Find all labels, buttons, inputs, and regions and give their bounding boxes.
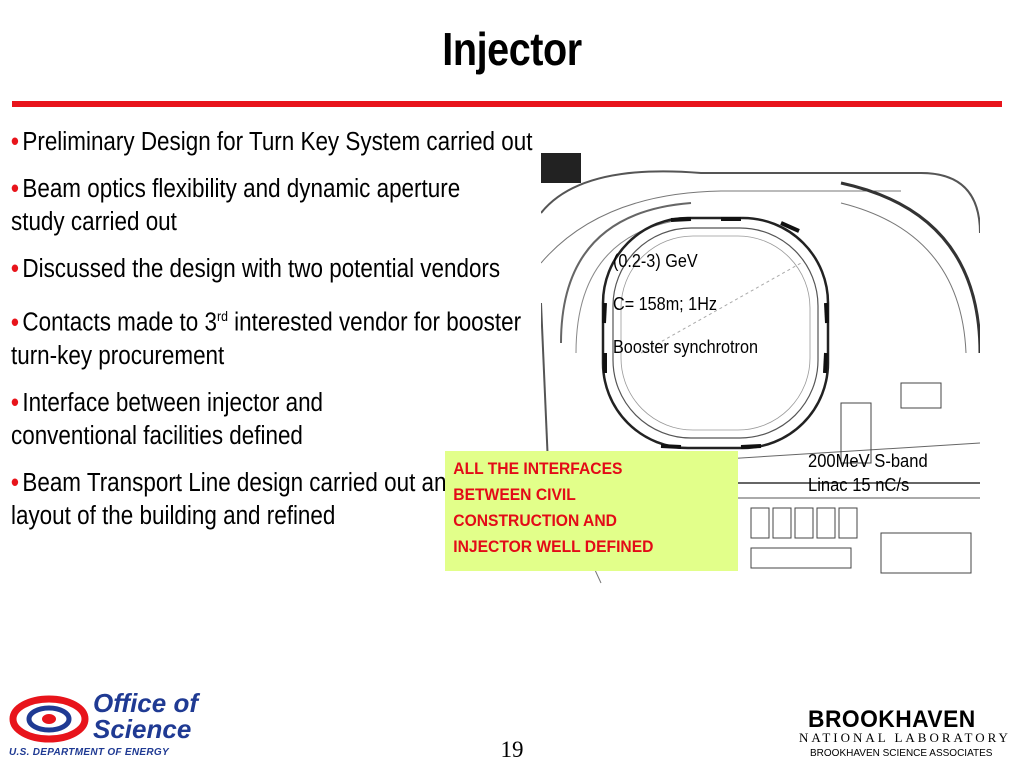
interfaces-callout: ALL THE INTERFACES BETWEEN CIVIL CONSTRU…	[445, 451, 738, 571]
page-number: 19	[500, 737, 524, 762]
bullet-item: •Interface between injector and conventi…	[11, 387, 433, 453]
bullet-text: Discussed the design with two potential …	[22, 255, 501, 283]
bullet-text: Contacts made to 3	[22, 308, 217, 337]
slide-title: Injector	[442, 23, 582, 75]
bullet-list: •Preliminary Design for Turn Key System …	[11, 126, 651, 547]
bnl-logo-subtitle: NATIONAL LABORATORY	[799, 730, 1011, 745]
bnl-logo-name: BROOKHAVEN	[808, 706, 976, 733]
linac-label: 200MeV S-band Linac 15 nC/s	[808, 449, 928, 497]
bullet-item: •Beam optics flexibility and dynamic ape…	[11, 173, 504, 239]
ordinal-superscript: rd	[216, 308, 228, 324]
doe-logo-line2: Science	[93, 714, 192, 744]
booster-name-label: Booster synchrotron	[613, 337, 758, 357]
bullet-item: •Preliminary Design for Turn Key System …	[11, 126, 645, 159]
linac-line-2: Linac 15 nC/s	[808, 475, 910, 495]
bullet-dot-icon: •	[11, 308, 19, 337]
doe-office-of-science-logo: Office of Science U.S. DEPARTMENT OF ENE…	[9, 688, 219, 762]
doe-logo-line1: Office of	[93, 688, 198, 718]
doe-logo-line3: U.S. DEPARTMENT OF ENERGY	[9, 747, 169, 758]
bullet-item: •Discussed the design with two potential…	[11, 253, 530, 286]
bullet-dot-icon: •	[11, 388, 19, 417]
energy-label: (0.2-3) GeV	[613, 251, 698, 271]
bullet-text: Preliminary Design for Turn Key System c…	[22, 128, 533, 156]
bullet-dot-icon: •	[11, 175, 19, 203]
bnl-associates-label: BROOKHAVEN SCIENCE ASSOCIATES	[810, 748, 993, 759]
callout-line: BETWEEN CIVIL	[453, 485, 576, 504]
callout-line: INJECTOR WELL DEFINED	[453, 537, 654, 556]
linac-line-1: 200MeV S-band	[808, 451, 928, 471]
title-divider	[12, 101, 1002, 107]
bullet-dot-icon: •	[11, 128, 19, 156]
bullet-text: Beam optics flexibility and dynamic aper…	[11, 175, 461, 236]
bullet-text-continued: interested vendor for booster turn-key p…	[11, 308, 522, 370]
callout-line: ALL THE INTERFACES	[453, 459, 623, 478]
doe-swirl-icon	[9, 695, 89, 743]
circumference-label: C= 158m; 1Hz	[613, 294, 718, 314]
bullet-dot-icon: •	[11, 255, 19, 283]
brookhaven-logo: BROOKHAVEN NATIONAL LABORATORY BROOKHAVE…	[796, 700, 1012, 764]
bullet-item: •Contacts made to 3rd interested vendor …	[11, 300, 530, 373]
bullet-dot-icon: •	[11, 468, 19, 497]
bullet-text: Interface between injector and conventio…	[11, 388, 324, 450]
callout-line: CONSTRUCTION AND	[453, 511, 617, 530]
